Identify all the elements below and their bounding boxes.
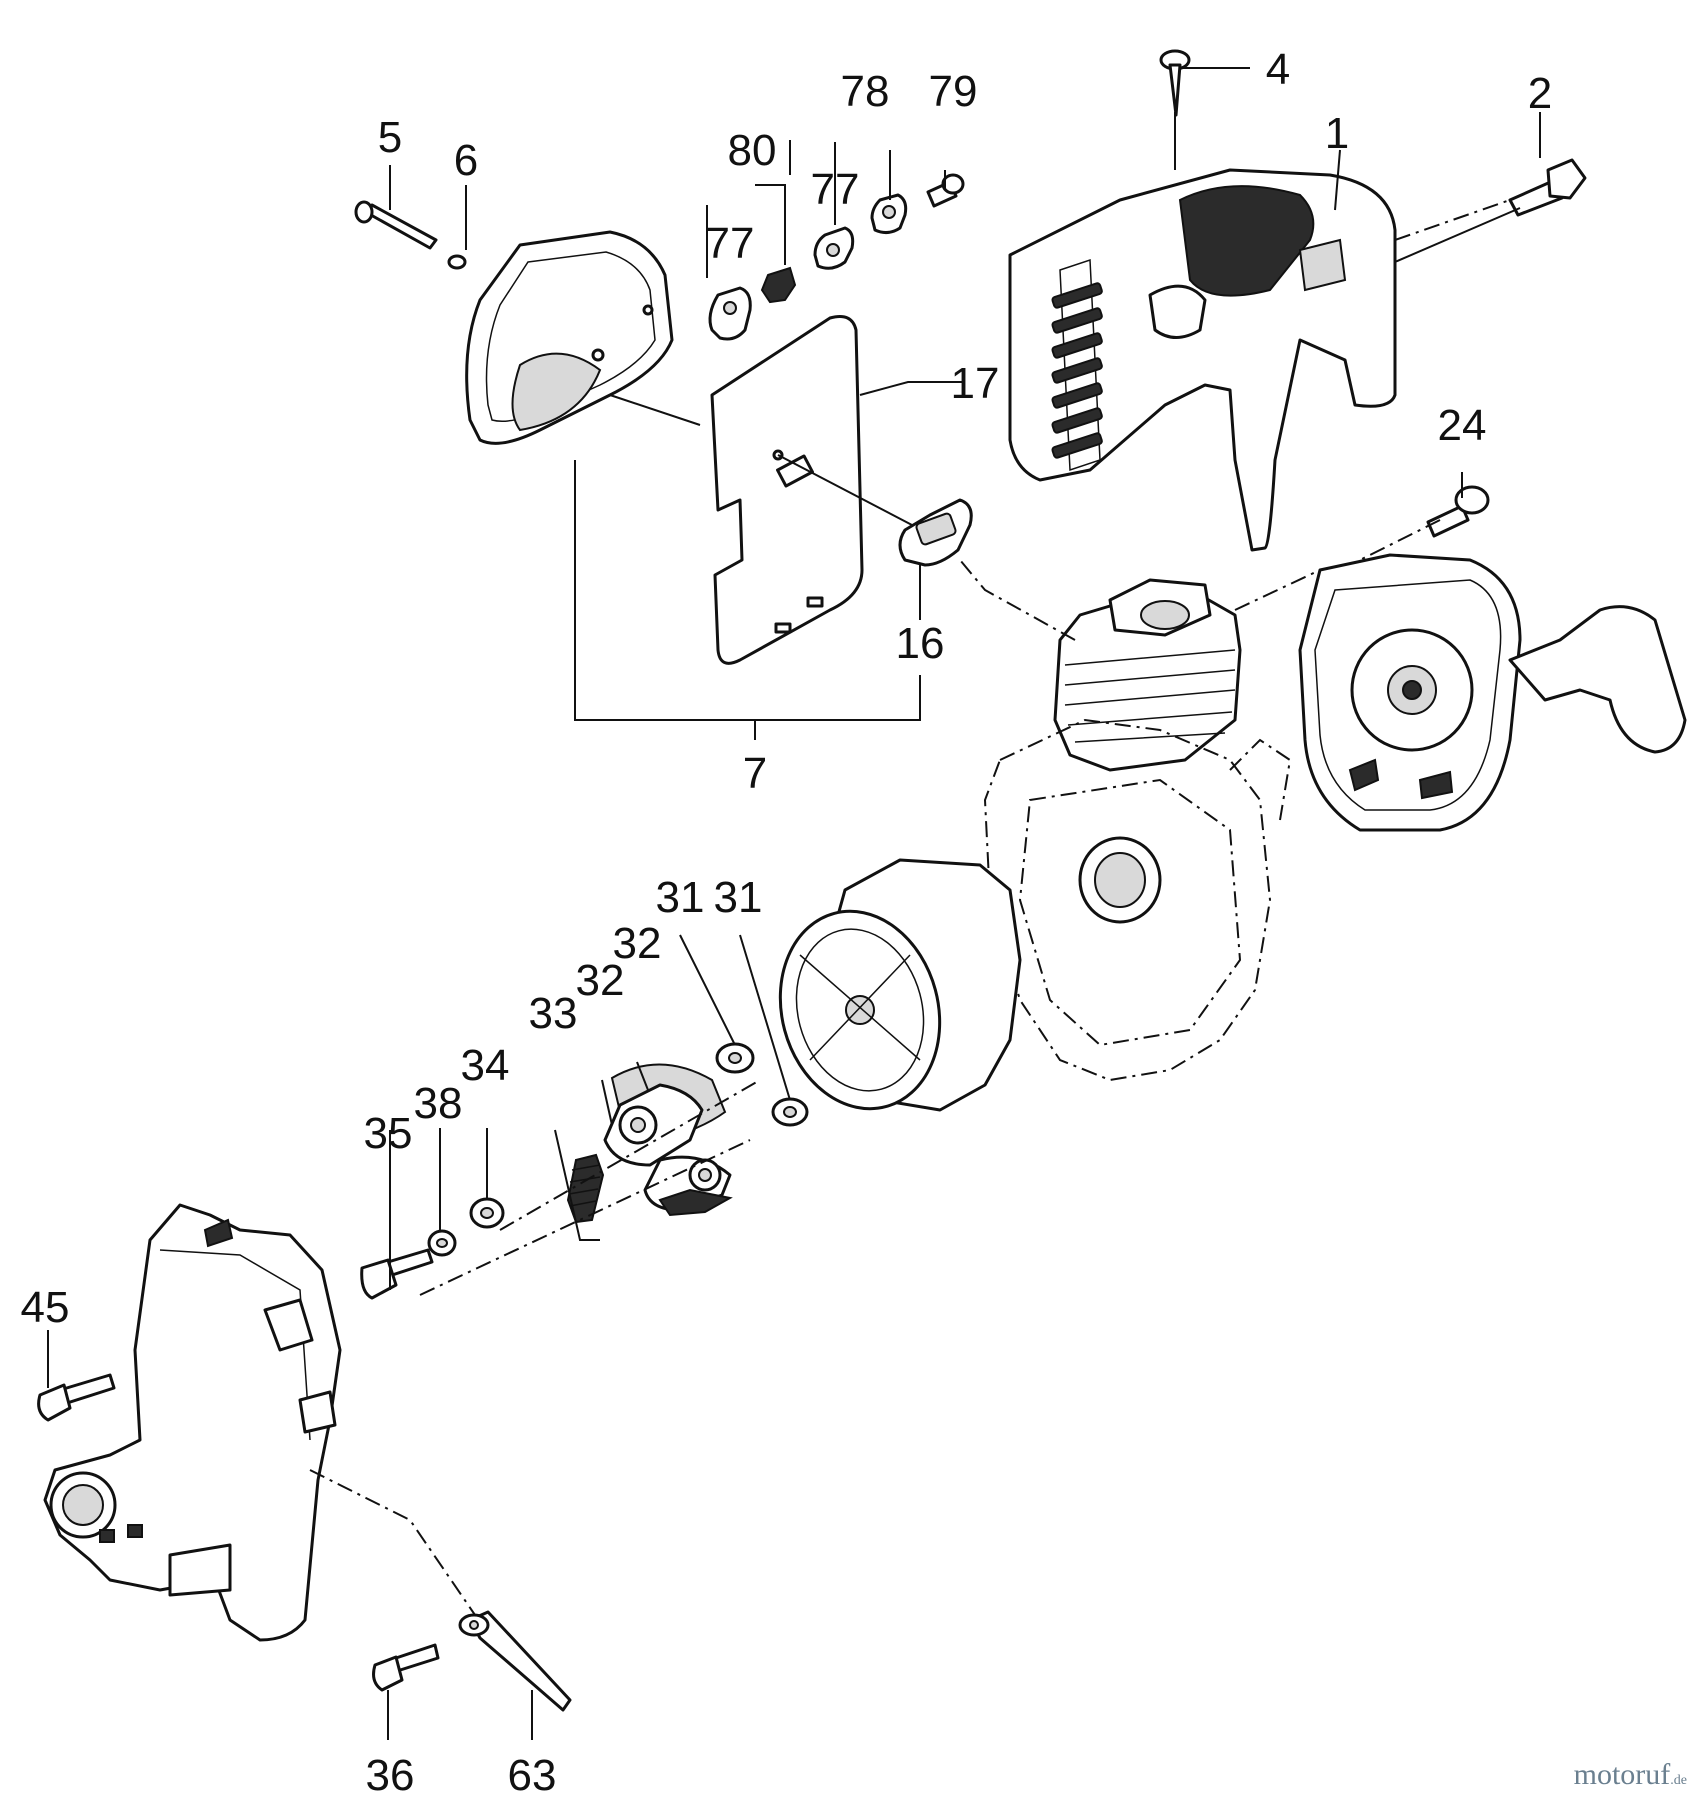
screw-4: [1159, 49, 1191, 117]
callout-4: 4: [1266, 45, 1290, 94]
callout-31-left: 31: [656, 873, 705, 922]
watermark-brand: motoruf: [1573, 1758, 1671, 1791]
washer-6: [447, 254, 467, 270]
callout-5: 5: [378, 113, 402, 162]
callout-2: 2: [1528, 69, 1552, 118]
bolt-36: [372, 1643, 440, 1692]
screw-79: [926, 173, 965, 208]
flywheel: [778, 858, 1022, 1112]
washer-34-hole: [480, 1207, 494, 1219]
callout-32-lower: 32: [576, 956, 625, 1005]
heat-shield: [710, 315, 864, 665]
clutch-assembly: [603, 1063, 733, 1217]
callout-77-left: 77: [706, 219, 755, 268]
muffler-gasket: [898, 498, 973, 567]
callout-24: 24: [1438, 401, 1487, 450]
watermark-suffix: .de: [1670, 1773, 1687, 1788]
clutch-housing: [43, 1203, 342, 1642]
cylinder: [1053, 578, 1242, 772]
callout-34: 34: [461, 1041, 510, 1090]
callout-63: 63: [508, 1751, 557, 1800]
muffler-plates: [708, 193, 908, 341]
callout-16: 16: [896, 619, 945, 668]
crankcase: [983, 718, 1292, 1082]
leader-lines: [47, 67, 1541, 1740]
callout-1: 1: [1325, 109, 1349, 158]
callout-33: 33: [529, 989, 578, 1038]
bolt-2: [1508, 158, 1587, 217]
callout-7: 7: [743, 749, 767, 798]
washer-31-lower-hole: [783, 1106, 797, 1118]
callout-38: 38: [414, 1079, 463, 1128]
recoil-starter: [1298, 553, 1687, 832]
wrench-63: [458, 1610, 572, 1712]
bolt-24: [1426, 485, 1490, 538]
screw-5: [354, 200, 438, 250]
callout-78: 78: [841, 67, 890, 116]
muffler-cover: [465, 230, 674, 445]
callout-77-right: 77: [811, 165, 860, 214]
callout-45: 45: [21, 1283, 70, 1332]
callout-17: 17: [951, 359, 1000, 408]
clutch-spring: [566, 1153, 605, 1224]
callout-6: 6: [454, 136, 478, 185]
callout-31-right: 31: [714, 873, 763, 922]
washer-38-hole: [436, 1238, 448, 1248]
callout-35: 35: [364, 1109, 413, 1158]
engine-cover: [1008, 168, 1397, 552]
bolt-45: [37, 1373, 116, 1422]
callouts: 4 2 1 5 6 78 79 80 77 77 17 24 16 7 31 3…: [21, 45, 1553, 1800]
bolt-35: [360, 1248, 434, 1300]
washer-31-upper-hole: [728, 1052, 742, 1064]
watermark-logo: motoruf.de: [1574, 1758, 1687, 1792]
callout-79: 79: [929, 67, 978, 116]
callout-36: 36: [366, 1751, 415, 1800]
callout-80: 80: [728, 126, 777, 175]
callout-32-upper: 32: [613, 919, 662, 968]
